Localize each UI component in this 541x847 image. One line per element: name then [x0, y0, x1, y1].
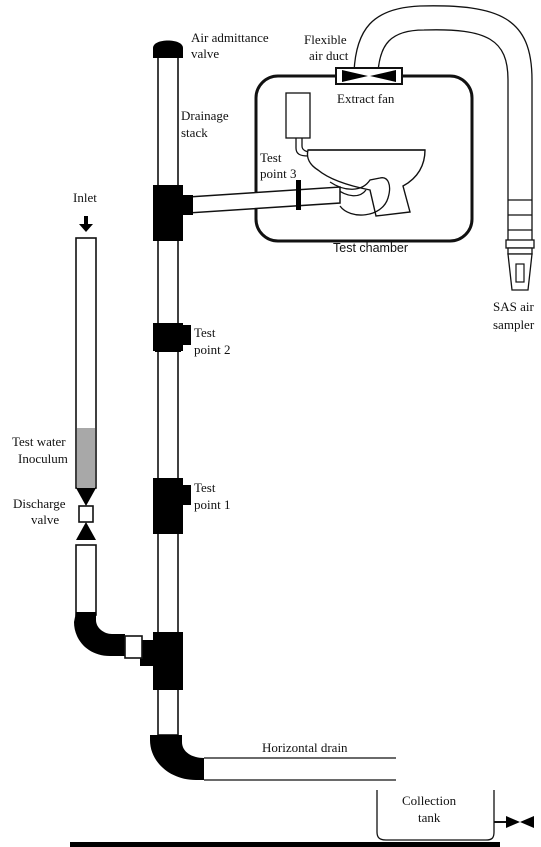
svg-text:Inoculum: Inoculum [18, 451, 68, 466]
label-inlet: Inlet [73, 190, 97, 205]
svg-text:SAS air: SAS air [493, 299, 534, 314]
discharge-valve [76, 488, 96, 506]
label-test-chamber: Test chamber [333, 241, 408, 255]
label-drainage-stack: Drainage stack [181, 108, 229, 140]
toilet [285, 92, 426, 217]
svg-text:valve: valve [31, 512, 59, 527]
svg-text:point 1: point 1 [194, 497, 230, 512]
svg-text:tank: tank [418, 810, 441, 825]
extract-fan [335, 67, 403, 85]
label-collection-tank: Collection tank [402, 793, 457, 825]
label-test-water-inoculum: Test water Inoculum [12, 434, 68, 466]
svg-text:Test water: Test water [12, 434, 66, 449]
label-sas-air-sampler: SAS air sampler [493, 299, 535, 332]
inlet-column [74, 216, 143, 659]
label-extract-fan: Extract fan [337, 91, 395, 106]
svg-text:Test: Test [194, 325, 216, 340]
svg-text:Collection: Collection [402, 793, 457, 808]
svg-text:Flexible: Flexible [304, 32, 347, 47]
label-test-point-2: Test point 2 [194, 325, 230, 357]
floor-line [70, 842, 500, 847]
svg-text:point 2: point 2 [194, 342, 230, 357]
svg-text:Test: Test [260, 150, 282, 165]
label-discharge-valve: Discharge valve [13, 496, 66, 527]
svg-text:Test: Test [194, 480, 216, 495]
svg-text:valve: valve [191, 46, 219, 61]
flexible-air-duct [353, 5, 533, 240]
svg-text:air duct: air duct [309, 48, 349, 63]
label-horizontal-drain: Horizontal drain [262, 740, 348, 755]
label-test-point-1: Test point 1 [194, 480, 230, 512]
collection-tank [376, 790, 534, 841]
horizontal-drain [150, 735, 396, 781]
svg-text:sampler: sampler [493, 317, 535, 332]
svg-text:Discharge: Discharge [13, 496, 66, 511]
svg-text:stack: stack [181, 125, 208, 140]
inoculum-fill [77, 428, 95, 488]
label-test-point-3: Test point 3 [260, 150, 296, 181]
drainage-stack [140, 40, 193, 736]
test-point-3-branch [187, 180, 341, 214]
air-admittance-valve [153, 40, 183, 58]
sas-air-sampler [505, 239, 535, 291]
label-air-admittance-valve: Air admittance valve [191, 30, 269, 61]
svg-text:point 3: point 3 [260, 166, 296, 181]
svg-text:Drainage: Drainage [181, 108, 229, 123]
svg-text:Air admittance: Air admittance [191, 30, 269, 45]
label-flexible-air-duct: Flexible air duct [304, 32, 349, 63]
